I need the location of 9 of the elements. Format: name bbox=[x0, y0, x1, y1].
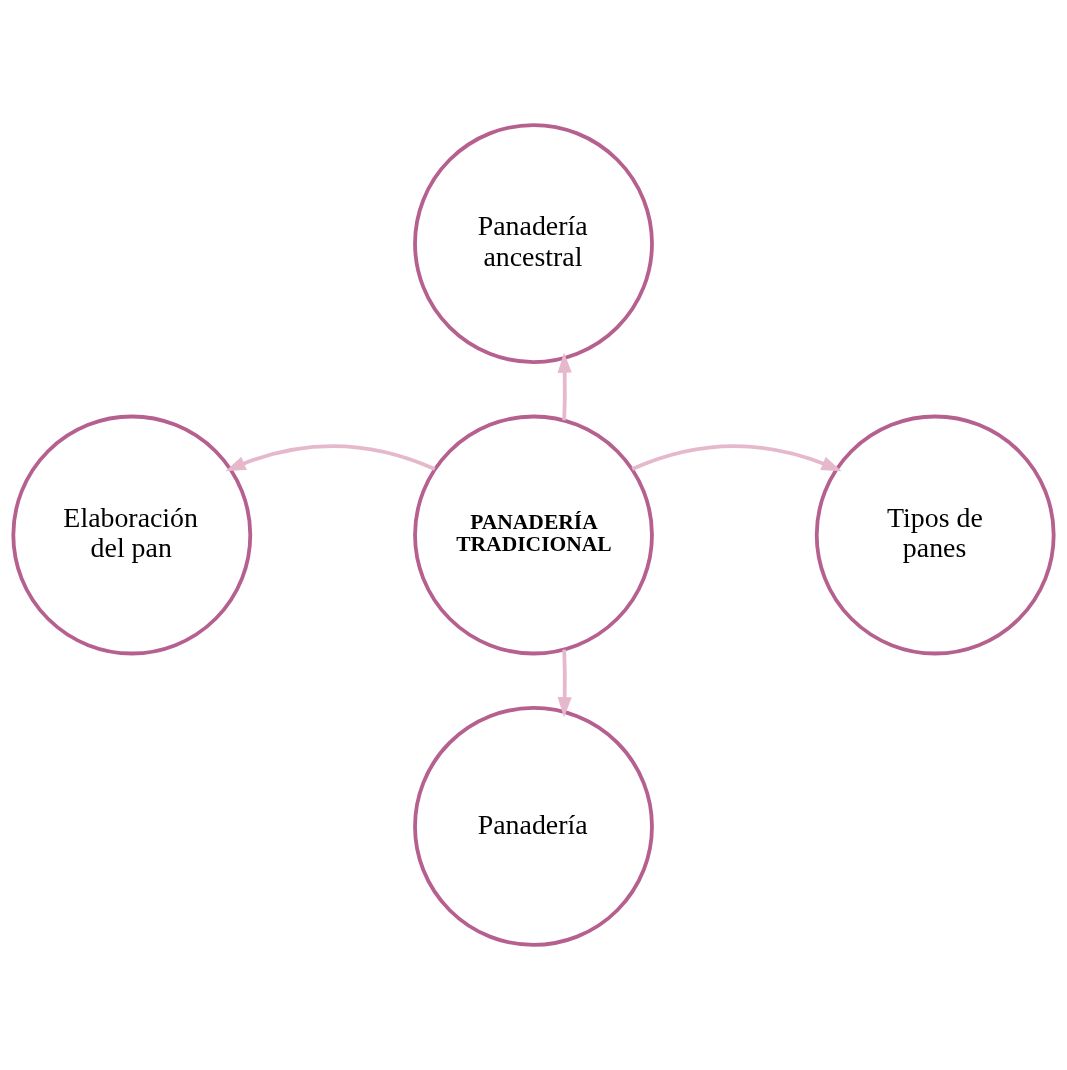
arrow bbox=[225, 444, 436, 472]
arrow bbox=[631, 444, 842, 472]
node-circle: Panadería bbox=[413, 706, 654, 947]
node-circle: PANADERÍA TRADICIONAL bbox=[413, 414, 654, 656]
node-circle: Panadería ancestral bbox=[413, 123, 654, 364]
node-circle: Tipos de panes bbox=[814, 414, 1056, 656]
arrow bbox=[557, 649, 572, 718]
node-circle: Elaboración del pan bbox=[11, 414, 253, 656]
arrow bbox=[557, 352, 572, 421]
